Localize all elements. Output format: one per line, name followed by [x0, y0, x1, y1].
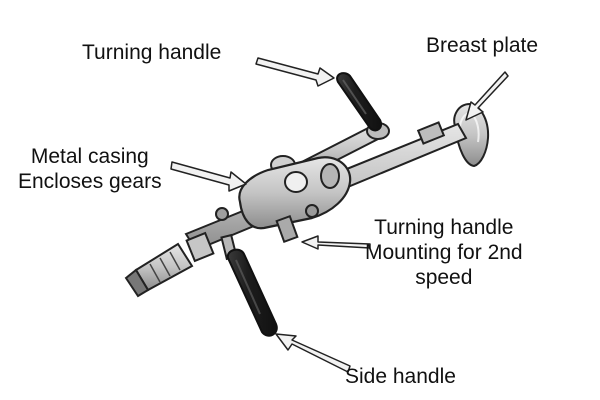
arrow-side-handle	[275, 333, 351, 373]
label-turning-handle-mount-line-3: speed	[415, 266, 473, 289]
label-turning-handle-mount-line-2: Mounting for 2nd	[365, 241, 523, 264]
turning-handle-top	[336, 72, 382, 132]
label-metal-casing-line-2: Encloses gears	[18, 170, 162, 193]
arrow-breast-plate	[465, 71, 509, 121]
arrow-metal-casing	[170, 161, 247, 192]
label-turning-handle-top: Turning handle	[82, 41, 222, 64]
label-breast-plate: Breast plate	[426, 34, 539, 57]
label-side-handle: Side handle	[345, 365, 456, 388]
chuck	[124, 231, 215, 298]
arrow-turning-handle-top	[255, 57, 335, 87]
metal-casing	[215, 156, 352, 244]
label-turning-handle-mount-line-1: Turning handle	[374, 216, 514, 239]
label-turning-handle-mount: Turning handle Mounting for 2nd speed	[365, 215, 523, 290]
side-handle	[220, 233, 278, 337]
label-metal-casing: Metal casing Encloses gears	[18, 144, 162, 194]
label-metal-casing-line-1: Metal casing	[30, 145, 149, 168]
arrow-turning-handle-mount	[301, 235, 371, 250]
